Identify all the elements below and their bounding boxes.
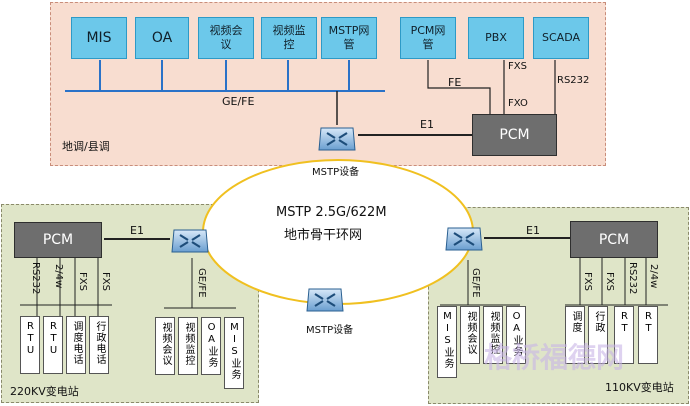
- left-box-video-monitoring: 视频监控: [178, 317, 198, 375]
- label-fxs-top: FXS: [508, 61, 527, 72]
- watermark: 格桥福德网: [484, 341, 625, 374]
- mstp-switch-bottom-icon: [306, 288, 344, 312]
- label-rs232-left: RS232: [30, 262, 41, 295]
- ring-label-line1: MSTP 2.5G/622M: [276, 205, 387, 220]
- label-fxs-left-1: FXS: [77, 272, 88, 291]
- system-box-mis: MIS: [71, 17, 127, 59]
- label-rs232-right: RS232: [627, 262, 638, 295]
- system-box-scada: SCADA: [533, 17, 589, 59]
- label-gefe-left: GE/FE: [196, 268, 207, 298]
- pcm-top: PCM: [472, 114, 557, 156]
- right-box-oa: OA业务: [506, 306, 526, 364]
- right-box-rtu-1: RT: [614, 306, 634, 364]
- left-box-video-conference: 视频会议: [155, 317, 175, 375]
- left-box-rtu-1: RTU: [20, 316, 40, 374]
- label-rs232-top: RS232: [557, 75, 590, 86]
- left-box-mis: MIS业务: [224, 317, 244, 389]
- label-220kv-station: 220KV变电站: [10, 385, 79, 398]
- mstp-switch-right-icon: [445, 227, 483, 251]
- left-box-rtu-2: RTU: [43, 316, 63, 374]
- system-box-oa: OA: [135, 17, 189, 59]
- label-e1-left: E1: [130, 224, 144, 237]
- pcm-left: PCM: [14, 222, 102, 258]
- label-mstp-top: MSTP设备: [312, 167, 360, 178]
- right-box-video-monitoring: 视频监控: [483, 306, 503, 364]
- right-box-admin: 行政: [588, 306, 608, 364]
- label-fxs-right-1: FXS: [582, 272, 593, 291]
- right-box-mis: MIS业务: [437, 306, 457, 378]
- mstp-switch-left-icon: [171, 229, 209, 253]
- system-box-video-monitoring: 视频监控: [261, 17, 317, 59]
- system-box-pcm-nms: PCM网管: [400, 17, 456, 59]
- system-box-pbx: PBX: [468, 17, 524, 59]
- label-twofour-left: 2/4w: [53, 264, 64, 289]
- left-box-admin-phone: 行政电话: [89, 316, 109, 374]
- label-gefe-right: GE/FE: [470, 268, 481, 298]
- left-box-oa: OA业务: [201, 317, 221, 375]
- right-box-rtu-2: RT: [638, 306, 658, 364]
- left-box-dispatch-phone: 调度电话: [66, 316, 86, 374]
- label-fe: FE: [448, 76, 462, 89]
- label-gefe-top: GE/FE: [222, 95, 255, 108]
- mstp-switch-top-icon: [318, 127, 356, 151]
- right-box-dispatch: 调度: [565, 306, 585, 364]
- ring-label-line2: 地市骨干环网: [284, 228, 363, 243]
- system-box-mstp-nms: MSTP网管: [321, 17, 377, 59]
- system-box-video-conference: 视频会议: [198, 17, 254, 59]
- label-twofour-right: 2/4w: [648, 264, 659, 289]
- label-e1-top: E1: [420, 118, 434, 131]
- label-e1-right: E1: [526, 224, 540, 237]
- label-mstp-bottom: MSTP设备: [306, 325, 354, 336]
- label-110kv-station: 110KV变电站: [605, 381, 674, 394]
- right-box-video-conference: 视频会议: [460, 306, 480, 364]
- label-fxo-top: FXO: [508, 98, 528, 109]
- label-dispatch-center: 地调/县调: [62, 140, 110, 153]
- label-fxs-right-2: FXS: [604, 272, 615, 291]
- pcm-right: PCM: [570, 221, 658, 258]
- label-fxs-left-2: FXS: [100, 272, 111, 291]
